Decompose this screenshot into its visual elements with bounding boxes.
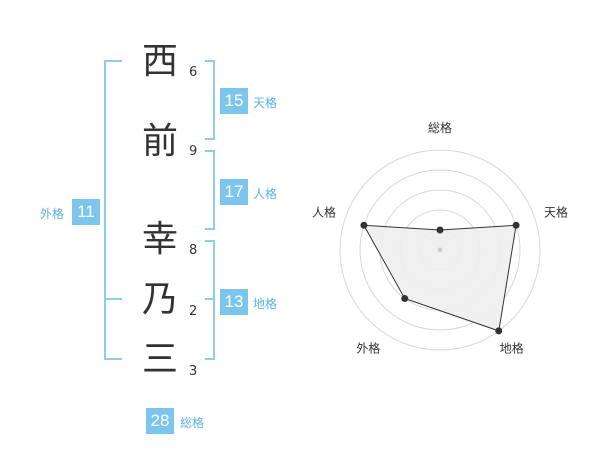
- stroke-count-4: 2: [189, 304, 198, 319]
- soukaku-label: 総格: [180, 416, 205, 430]
- stroke-count-2: 9: [189, 144, 198, 159]
- chikaku-badge: 13: [220, 289, 248, 315]
- tenkaku-badge: 15: [220, 88, 248, 114]
- name-char-4: 乃: [141, 279, 178, 320]
- radar-axis-label-5: 人格: [312, 204, 336, 219]
- radar-grid-ring-5: [339, 149, 541, 351]
- name-char-3: 幸: [141, 219, 178, 260]
- stroke-count-3: 8: [189, 243, 198, 258]
- name-char-5: 三: [141, 339, 178, 380]
- radar-point-3: [495, 327, 503, 335]
- gaikaku-label: 外格: [40, 207, 65, 221]
- radar-grid-ring-4: [359, 169, 521, 331]
- radar-point-4: [401, 295, 409, 303]
- radar-axis-label-3: 地格: [500, 341, 524, 356]
- radar-point-2: [512, 221, 520, 229]
- stroke-count-1: 6: [189, 65, 198, 80]
- jinkaku-label: 人格: [253, 187, 278, 201]
- name-char-2: 前: [141, 121, 178, 162]
- radar-point-1: [436, 226, 444, 234]
- jinkaku-bracket: [205, 150, 215, 230]
- radar-axis-label-2: 天格: [544, 204, 568, 219]
- soukaku-badge: 28: [146, 408, 174, 434]
- chikaku-label: 地格: [253, 297, 278, 311]
- stroke-count-5: 3: [189, 364, 198, 379]
- chikaku-bracket: [205, 240, 215, 360]
- gaikaku-badge: 11: [72, 199, 100, 225]
- radar-point-5: [360, 221, 368, 229]
- gaikaku-tick: [104, 298, 122, 300]
- radar-series-area: [363, 224, 517, 332]
- chikaku-tick: [205, 298, 215, 300]
- tenkaku-label: 天格: [253, 96, 278, 110]
- radar-axis-label-1: 総格: [428, 120, 452, 135]
- radar-axis-label-4: 外格: [356, 341, 380, 356]
- tenkaku-bracket: [205, 60, 215, 140]
- jinkaku-badge: 17: [220, 179, 248, 205]
- name-char-1: 西: [141, 41, 178, 82]
- radar-center-dot: [437, 247, 443, 253]
- gaikaku-bracket: [104, 60, 122, 360]
